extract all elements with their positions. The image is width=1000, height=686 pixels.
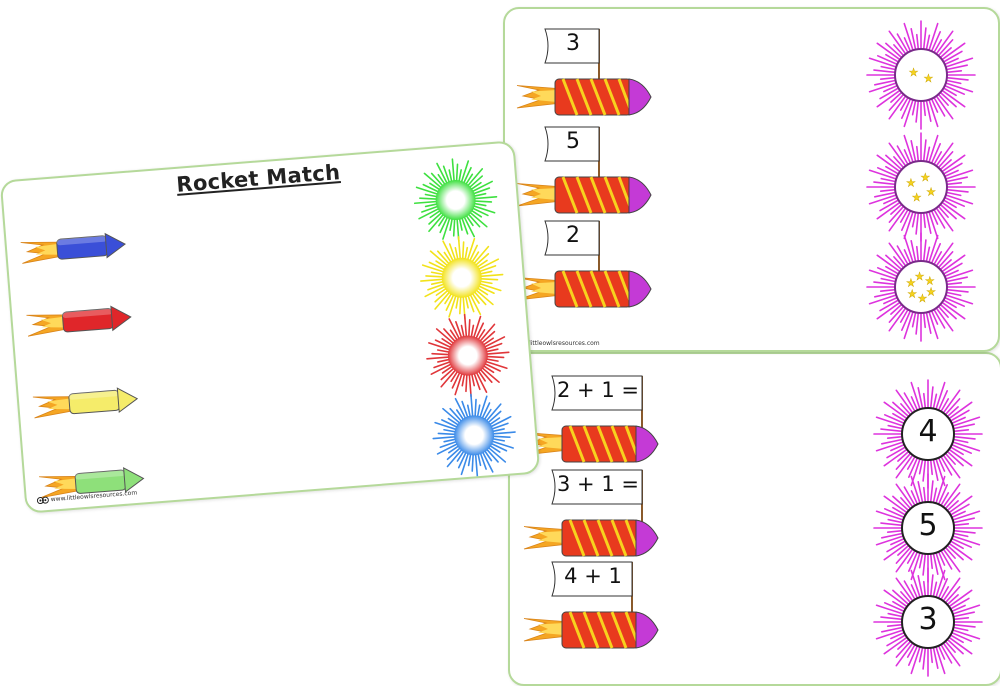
- footer-url-top: www.littleowlsresources.com: [513, 340, 600, 347]
- rocket-yellow: [32, 383, 139, 423]
- star-firework: ★★: [865, 19, 977, 131]
- flag-label: 3: [566, 31, 580, 56]
- footer-url: www.littleowlsresources.com: [36, 489, 138, 505]
- svg-text:★: ★: [920, 171, 930, 184]
- firecracker-number: 3: [515, 21, 665, 126]
- firework-number: 3: [918, 602, 938, 637]
- rocket-match-card: Rocket Match: [0, 140, 541, 514]
- firecracker-number: 5: [515, 119, 665, 224]
- firework-number: 4: [918, 414, 938, 449]
- firecracker-sum: 4 + 1: [522, 554, 682, 659]
- colored-fireworks-column: [2, 142, 516, 477]
- number-match-card: 3 5 2: [503, 7, 1000, 352]
- flag-sum-label: 2 + 1 =: [557, 378, 639, 402]
- firecracker-sum: 3 + 1 =: [522, 462, 682, 567]
- svg-text:★: ★: [907, 288, 917, 301]
- number-firework: 5: [872, 472, 984, 584]
- firework-number: 5: [918, 508, 938, 543]
- rocket-green: [38, 462, 146, 502]
- rocket-red: [26, 301, 133, 341]
- firecracker-sum: 2 + 1 =: [522, 368, 682, 473]
- firework-red: [422, 309, 514, 401]
- firework-yellow: [415, 232, 507, 324]
- addition-match-card: 2 + 1 = 3 + 1 = 4 +: [508, 352, 1000, 686]
- svg-text:★: ★: [925, 274, 935, 287]
- svg-text:★: ★: [926, 185, 936, 198]
- svg-text:★: ★: [906, 177, 916, 190]
- star-firework: ★★★★★★: [865, 231, 977, 343]
- svg-text:★: ★: [909, 66, 919, 79]
- owl-logo-icon: [36, 496, 50, 505]
- firework-blue: [428, 389, 520, 481]
- svg-text:★: ★: [923, 72, 933, 85]
- flag-label: 2: [566, 223, 580, 248]
- number-firework: 3: [872, 566, 984, 678]
- flag-label: 5: [566, 129, 580, 154]
- colored-rockets-column: [2, 142, 512, 499]
- svg-text:★: ★: [926, 285, 936, 298]
- firecracker-number: 2: [515, 213, 665, 318]
- svg-text:★: ★: [915, 270, 925, 283]
- rocket-blue: [20, 228, 127, 268]
- svg-text:★: ★: [906, 277, 916, 290]
- firework-green: [409, 154, 501, 246]
- flag-sum-label: 4 + 1: [564, 564, 622, 588]
- svg-text:★: ★: [917, 292, 927, 305]
- number-firework: 4: [872, 378, 984, 490]
- flag-sum-label: 3 + 1 =: [557, 472, 639, 496]
- star-firework: ★★★★: [865, 131, 977, 243]
- svg-text:★: ★: [912, 191, 922, 204]
